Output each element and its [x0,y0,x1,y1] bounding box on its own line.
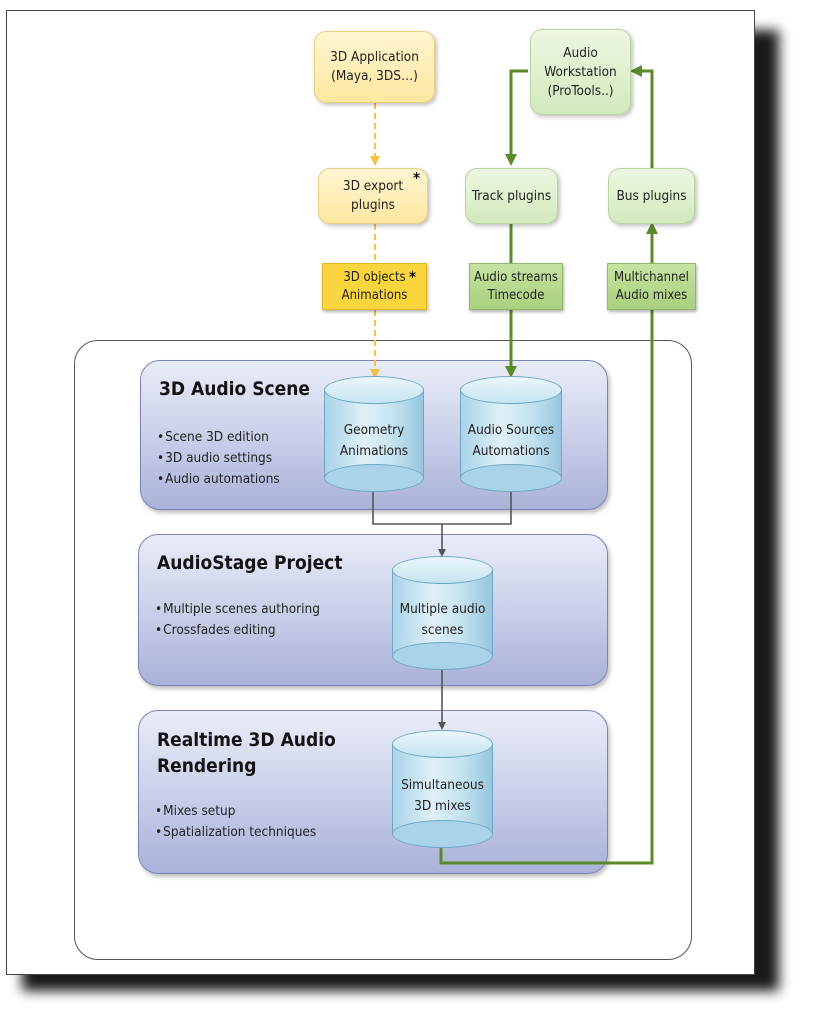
store-line: scenes [421,622,464,638]
store-line: Simultaneous [401,777,484,793]
tag-line: Audio streams [473,269,558,285]
feature-item: Audio automations [157,469,280,490]
panel-title-line: Rendering [157,755,257,777]
track-plugins-box: Track plugins [465,168,558,224]
panel-title: Realtime 3D Audio Rendering [157,727,336,779]
store-line: Geometry [343,422,405,438]
dark-flow-arrows [372,492,512,730]
arrow-mixes-to-bus [439,222,658,865]
panel-realtime-rendering: Realtime 3D Audio Rendering Mixes setup … [138,710,608,874]
store-label: Multiple audio scenes [392,556,493,670]
box-line: 3D Application [330,49,419,65]
box-line: plugins [351,197,395,213]
objects-data-tag: 3D objects Animations [322,263,427,310]
box-line: (ProTools..) [547,82,614,99]
feature-item: Scene 3D edition [157,427,280,448]
scenes-store-cylinder: Multiple audio scenes [392,556,493,670]
footnote-asterisk: * [413,169,421,187]
feature-item: 3D audio settings [157,448,280,469]
store-label: Simultaneous 3D mixes [392,730,493,848]
arrow-bus-to-daw [630,65,654,168]
panel-feature-list: Mixes setup Spatialization techniques [155,801,316,843]
panel-title: 3D Audio Scene [159,376,310,402]
box-line: Audio [563,44,598,61]
mixes-data-tag: Multichannel Audio mixes [607,263,696,310]
tag-line: 3D objects [343,269,406,285]
store-line: 3D mixes [414,798,471,814]
daw-box: Audio Workstation (ProTools..) [530,29,631,115]
tag-line: Timecode [487,287,545,303]
store-line: Audio Sources [467,422,555,438]
box-line: Workstation [544,63,617,80]
streams-data-tag: Audio streams Timecode [469,263,563,310]
feature-item: Multiple scenes authoring [155,599,320,620]
feature-item: Spatialization techniques [155,822,316,843]
panel-title: AudioStage Project [157,550,343,576]
export-plugins-box: 3D export plugins [318,168,428,224]
arrow-daw-to-track [505,69,528,166]
panel-title-line: AudioStage Project [157,552,343,574]
store-line: Multiple audio [399,601,486,617]
panel-audiostage-project: AudioStage Project Multiple scenes autho… [138,534,608,686]
feature-item: Crossfades editing [155,620,320,641]
panel-feature-list: Multiple scenes authoring Crossfades edi… [155,599,320,641]
tag-line: Audio mixes [615,287,688,303]
feature-item: Mixes setup [155,801,316,822]
footnote-asterisk: * [409,268,417,286]
box-line: Track plugins [471,187,552,204]
panel-feature-list: Scene 3D edition 3D audio settings Audio… [157,427,280,490]
tag-line: Animations [341,287,408,303]
box-line: Bus plugins [616,187,687,204]
box-line: (Maya, 3DS…) [331,68,418,84]
bus-plugins-box: Bus plugins [608,168,695,224]
store-line: Animations [339,443,409,459]
store-line: Automations [472,443,550,459]
connector-scene-merge [372,492,512,525]
panel-title-line: Realtime 3D Audio [157,729,336,751]
mixes-store-cylinder: Simultaneous 3D mixes [392,730,493,848]
tag-line: Multichannel [614,269,689,285]
box-line: 3D export [342,178,404,194]
app-3d-box: 3D Application (Maya, 3DS…) [314,31,435,103]
panel-title-line: 3D Audio Scene [159,378,311,400]
